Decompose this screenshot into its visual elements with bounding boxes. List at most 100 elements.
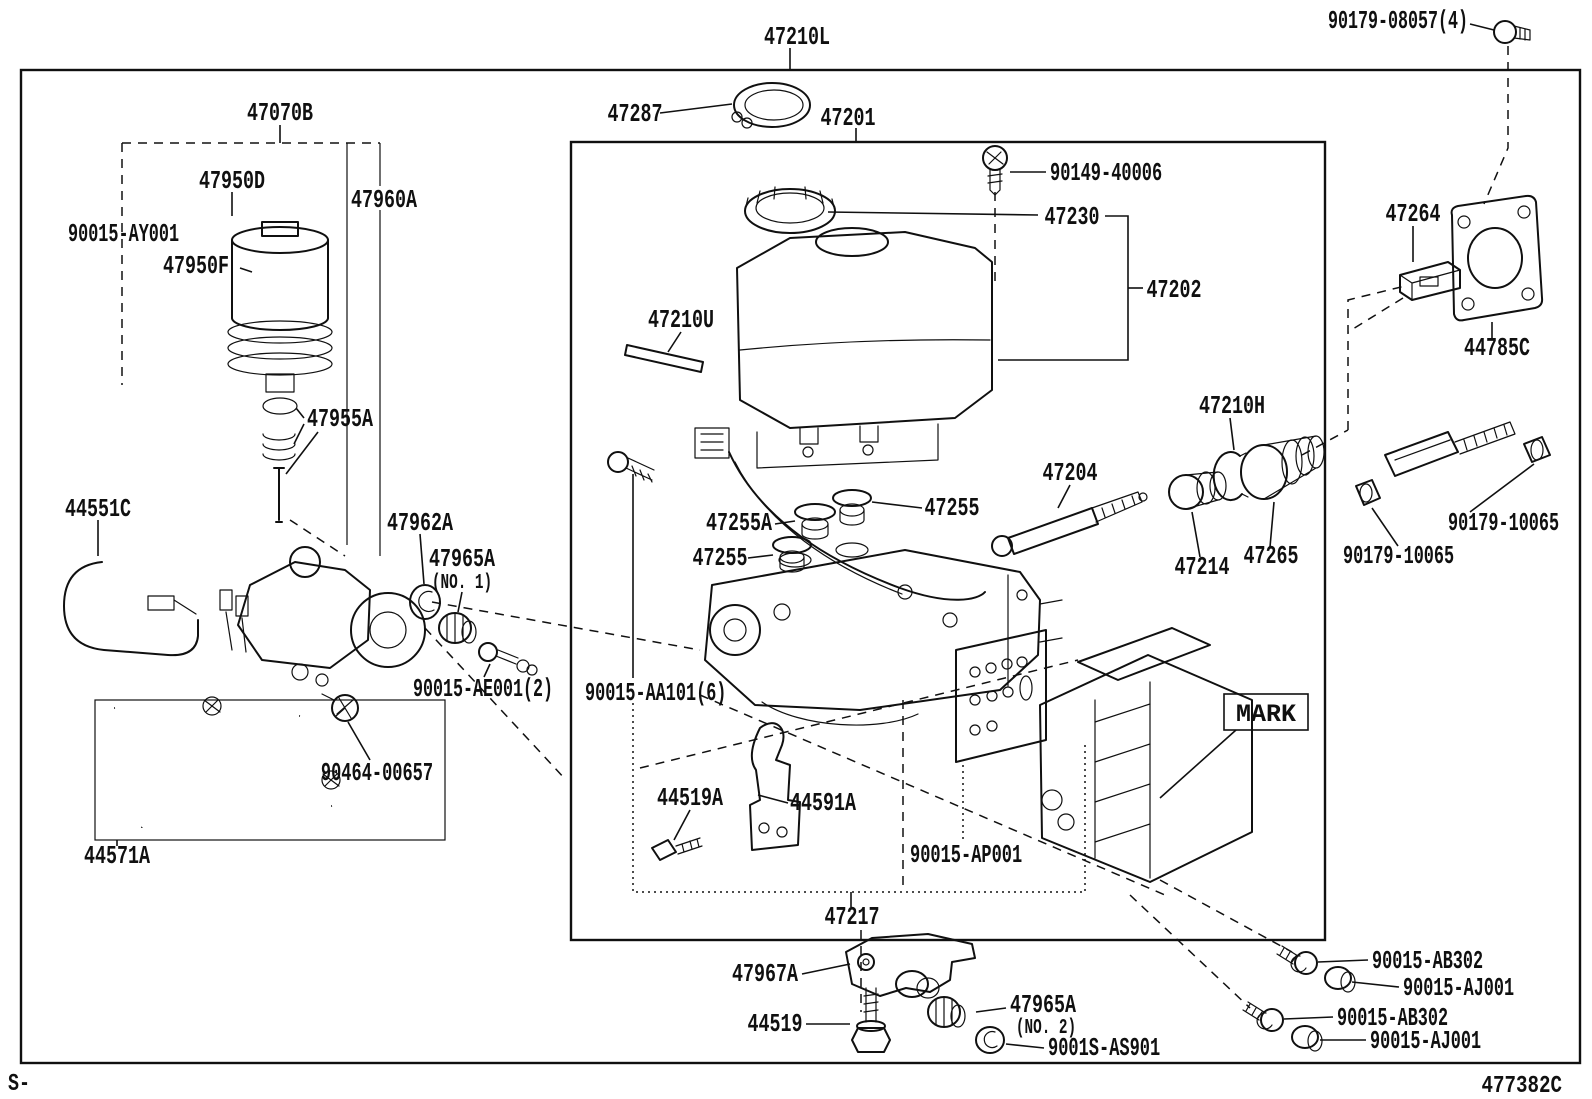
cap-art-90015-AJ001-b	[1291, 1025, 1323, 1052]
mark-label: MARK	[1236, 700, 1296, 729]
part-label-90015-AJ001-a: 90015-AJ001	[1403, 973, 1514, 1003]
part-label-47287: 47287	[608, 99, 663, 129]
grommet-plug-art-47255A	[794, 503, 836, 540]
master-cylinder-subframe-47217	[632, 703, 1086, 907]
part-label-47210U: 47210U	[648, 305, 714, 335]
yoke-art-90179-10065-group	[1355, 421, 1551, 506]
reservoir-cap-art-47230	[744, 186, 836, 234]
part-label-44571A: 44571A	[84, 841, 150, 871]
snap-ring-art-47287	[731, 82, 811, 129]
accumulator-art	[227, 221, 333, 523]
part-label-44519A: 44519A	[657, 783, 723, 813]
bracket-art-47967A	[845, 933, 976, 999]
part-label-47217: 47217	[825, 902, 880, 932]
bolt-art-90015-AB302-a	[1276, 945, 1318, 975]
bolt-art-90015-AA101	[607, 451, 655, 483]
pin-art	[273, 467, 285, 523]
hose-clamp-art	[202, 696, 341, 790]
part-label-47255A: 47255A	[706, 508, 772, 538]
part-label-47955A: 47955A	[307, 404, 373, 434]
construction-lines	[289, 46, 1509, 1012]
cap-art-90015-AJ001-a	[1324, 966, 1356, 993]
part-label-47264: 47264	[1386, 199, 1441, 229]
bracket-art-44591A	[749, 722, 801, 851]
part-label-47230: 47230	[1045, 202, 1100, 232]
part-label-9001S-AS901: 9001S-AS901	[1048, 1033, 1160, 1063]
pushrod-art-47204	[991, 491, 1148, 557]
grommet-art-47962A	[409, 584, 441, 620]
part-label-47201: 47201	[821, 103, 876, 133]
part-label-47962A: 47962A	[387, 508, 453, 538]
part-label-47202: 47202	[1147, 275, 1202, 305]
leader-lines	[97, 23, 1535, 1049]
bolt-art-44519A	[651, 837, 703, 861]
part-label-47265: 47265	[1244, 541, 1299, 571]
hoses-art-44571A	[94, 696, 446, 841]
master-cylinder-body-art-47217	[704, 542, 1063, 726]
union-art-47965A-no1	[438, 612, 477, 644]
rod-art-47210U	[624, 344, 704, 373]
level-connector-art	[694, 427, 986, 601]
gasket-plate-art-44785C	[1450, 194, 1544, 322]
booster-assembly-frame-47201	[569, 140, 1327, 942]
part-label-90015-AA101: 90015-AA101(6)	[585, 678, 726, 708]
bolt-art-90179-08057	[1493, 20, 1531, 44]
part-label-90015-AP001: 90015-AP001	[910, 840, 1022, 870]
part-label-47967A: 47967A	[732, 959, 798, 989]
part-label-90015-AB302-b: 90015-AB302	[1337, 1003, 1448, 1033]
part-label-no2: (NO. 2)	[1016, 1017, 1076, 1040]
part-label-90015-AB302-a: 90015-AB302	[1372, 946, 1483, 976]
part-label-44591A: 44591A	[790, 788, 856, 818]
part-label-47070B: 47070B	[247, 98, 313, 128]
part-label-no1: (NO. 1)	[432, 572, 492, 595]
bolt-art-90015-AB302-b	[1242, 1001, 1284, 1032]
spring-art	[262, 433, 296, 461]
boot-art-47265	[1240, 435, 1325, 500]
drawing-code: 477382C	[1482, 1073, 1563, 1099]
part-label-47255-left: 47255	[693, 543, 748, 573]
part-label-90149-40006: 90149-40006	[1050, 158, 1162, 188]
pump-motor-art-47960A	[219, 546, 426, 687]
part-label-90179-10065-left: 90179-10065	[1343, 541, 1454, 571]
bolt-art-44519	[851, 987, 891, 1053]
part-label-44785C: 44785C	[1464, 333, 1530, 363]
part-label-90015-AY001: 90015-AY001	[68, 219, 179, 249]
union-art-47965A-no2	[927, 996, 966, 1028]
gasket-plate-art-90015-AP001	[955, 629, 1047, 763]
mark-callout	[1159, 693, 1309, 799]
accumulator-group-bracket-47070B	[121, 125, 381, 556]
part-label-44551C: 44551C	[65, 494, 131, 524]
part-label-44519: 44519	[748, 1009, 803, 1039]
part-label-47950F: 47950F	[163, 251, 229, 281]
washer-art-9001S-AS901	[975, 1026, 1005, 1054]
sheet-annotations: 477382C S-	[8, 1071, 1562, 1099]
part-label-47210L: 47210L	[764, 22, 830, 52]
part-label-90179-08057: 90179-08057(4)	[1328, 6, 1468, 36]
o-ring-art	[262, 397, 298, 415]
clamp-art-47264	[1399, 261, 1461, 301]
bolt-art-90015-AE001	[478, 642, 538, 676]
part-label-47965A-no1: 47965A	[429, 544, 495, 574]
abs-actuator-art	[1039, 627, 1253, 883]
part-label-47965A-no2: 47965A	[1010, 990, 1076, 1020]
outer-frame	[19, 68, 1582, 1065]
part-label-90015-AJ001-b: 90015-AJ001	[1370, 1026, 1481, 1056]
part-label-90464-00657: 90464-00657	[321, 758, 433, 788]
part-label-47255-right: 47255	[925, 493, 980, 523]
part-label-47210H: 47210H	[1199, 391, 1265, 421]
reservoir-tank-art-47202	[736, 227, 993, 469]
grommet-plug-art-47255-right	[832, 489, 872, 526]
part-labels: 47210L 90179-08057(4) 47287 47201 90149-…	[65, 6, 1559, 1063]
part-label-47204: 47204	[1043, 458, 1098, 488]
part-label-47950D: 47950D	[199, 166, 265, 196]
part-label-47214: 47214	[1175, 552, 1230, 582]
part-label-90179-10065-right: 90179-10065	[1448, 508, 1559, 538]
piston-art-47214	[1168, 471, 1227, 510]
tube-art-44551C	[63, 561, 199, 657]
screw-art-90149-40006	[982, 145, 1008, 196]
part-label-47960A: 47960A	[351, 185, 417, 215]
part-label-90015-AE001: 90015-AE001(2)	[413, 674, 553, 704]
snap-ring-art-47210H	[1212, 451, 1249, 502]
